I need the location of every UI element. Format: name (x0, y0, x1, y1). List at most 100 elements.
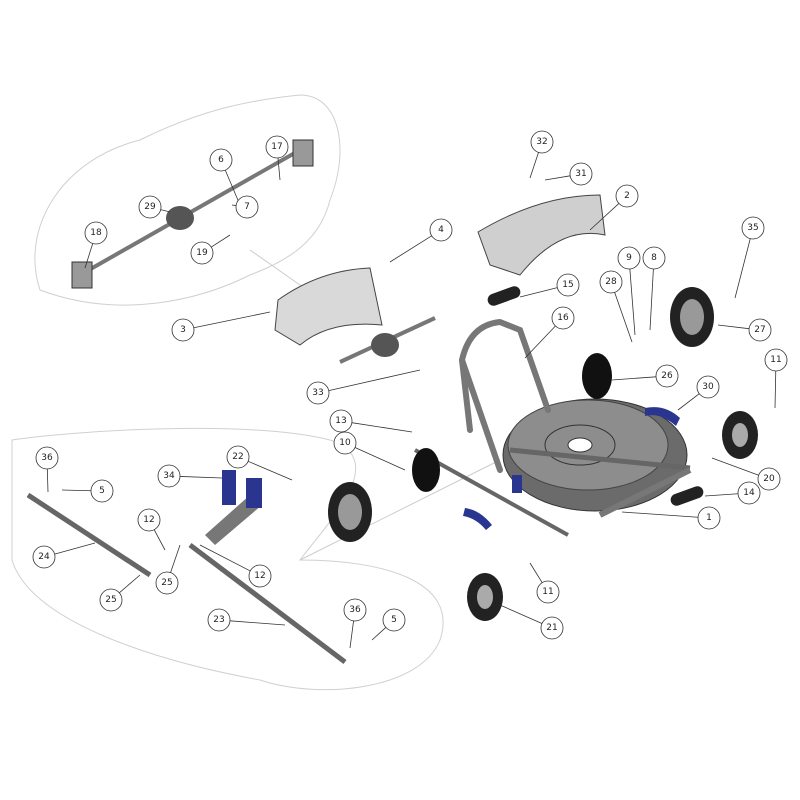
callout-circle (382, 608, 406, 632)
callout-9: 9 (617, 246, 641, 336)
callout-number: 30 (702, 382, 714, 392)
callout-number: 5 (99, 486, 105, 496)
callout-number: 36 (349, 605, 361, 615)
callout-circle (642, 246, 666, 270)
rear-cover (477, 194, 606, 276)
grip (670, 486, 704, 506)
leader-line (160, 209, 171, 213)
callout-number: 12 (143, 515, 154, 525)
callout-25: 25 (155, 544, 181, 595)
callout-number: 13 (335, 416, 346, 426)
callout-33: 33 (306, 369, 421, 405)
callout-number: 24 (38, 552, 50, 562)
callout-3: 3 (171, 311, 271, 342)
callout-number: 33 (312, 388, 323, 398)
callout-28: 28 (599, 270, 633, 343)
leader-line (389, 235, 432, 263)
callout-circle (540, 616, 564, 640)
leader-line (704, 493, 739, 497)
callout-circle (530, 130, 554, 154)
callout-11: 11 (529, 562, 560, 604)
callout-circle (764, 348, 788, 372)
handle-frame (458, 318, 551, 473)
leader-line (328, 369, 421, 391)
leader-line (193, 311, 271, 329)
callout-15: 15 (519, 273, 580, 298)
callout-circle (190, 241, 214, 265)
callout-number: 21 (546, 623, 557, 633)
callout-number: 20 (763, 474, 775, 484)
handle-bar-23 (188, 543, 347, 664)
callout-21: 21 (499, 604, 564, 640)
leader-line (621, 511, 699, 518)
mower-deck (502, 398, 692, 518)
callout-31: 31 (544, 162, 593, 186)
leader-line (734, 238, 751, 299)
callout-16: 16 (524, 306, 575, 359)
deck-rod (414, 448, 569, 537)
callout-circle (137, 508, 161, 532)
leader-line (199, 544, 251, 572)
callout-circle (171, 318, 195, 342)
callout-number: 26 (661, 371, 673, 381)
callout-number: 22 (232, 452, 243, 462)
callout-20: 20 (711, 457, 781, 491)
callout-number: 10 (339, 438, 351, 448)
callout-circle (155, 571, 179, 595)
callout-circle (329, 409, 353, 433)
callout-number: 36 (41, 453, 53, 463)
callout-number: 34 (163, 471, 175, 481)
callout-circle (157, 464, 181, 488)
callout-number: 11 (542, 587, 553, 597)
callout-5: 5 (61, 479, 114, 503)
leader-line (351, 422, 413, 433)
callout-number: 7 (244, 202, 250, 212)
callout-14: 14 (704, 481, 761, 505)
drive-assembly-installed (339, 316, 436, 364)
leader-line (589, 203, 620, 231)
callout-number: 35 (747, 223, 758, 233)
callout-circle (556, 273, 580, 297)
callout-32: 32 (529, 130, 554, 179)
wheel-disc (412, 448, 440, 492)
leader-line (229, 620, 286, 626)
leader-line (519, 287, 558, 298)
callout-number: 32 (536, 137, 547, 147)
callout-circle (32, 545, 56, 569)
leader-line (277, 157, 281, 181)
drive-assembly (71, 139, 314, 289)
callout-circle (551, 306, 575, 330)
callout-circle (333, 431, 357, 455)
callout-24: 24 (32, 542, 96, 569)
leader-line (153, 529, 166, 551)
lever-blue (222, 470, 236, 505)
callout-22: 22 (226, 445, 293, 481)
callout-number: 16 (557, 313, 569, 323)
callout-number: 18 (90, 228, 102, 238)
leader-line (677, 393, 700, 411)
callout-number: 27 (754, 325, 765, 335)
callout-circle (265, 135, 289, 159)
leader-line (544, 175, 571, 181)
leader-line (61, 489, 92, 492)
leader-line (119, 574, 141, 594)
leader-line (46, 468, 49, 493)
wheel-front-right (722, 411, 758, 459)
callout-18: 18 (84, 221, 108, 269)
leader-line (499, 604, 543, 624)
callout-circle (757, 467, 781, 491)
wheel-rear-left (328, 482, 372, 542)
callout-number: 15 (562, 280, 573, 290)
callout-7: 7 (231, 195, 259, 219)
callout-4: 4 (389, 218, 453, 263)
leader-line (84, 243, 94, 269)
callout-circle (615, 184, 639, 208)
drive-assembly-group-outline (34, 94, 341, 306)
leader-line (211, 234, 231, 248)
callout-36: 36 (343, 598, 367, 649)
leader-line (224, 169, 241, 206)
callout-circle (306, 381, 330, 405)
chute-cover (274, 267, 383, 346)
callout-circle (99, 588, 123, 612)
